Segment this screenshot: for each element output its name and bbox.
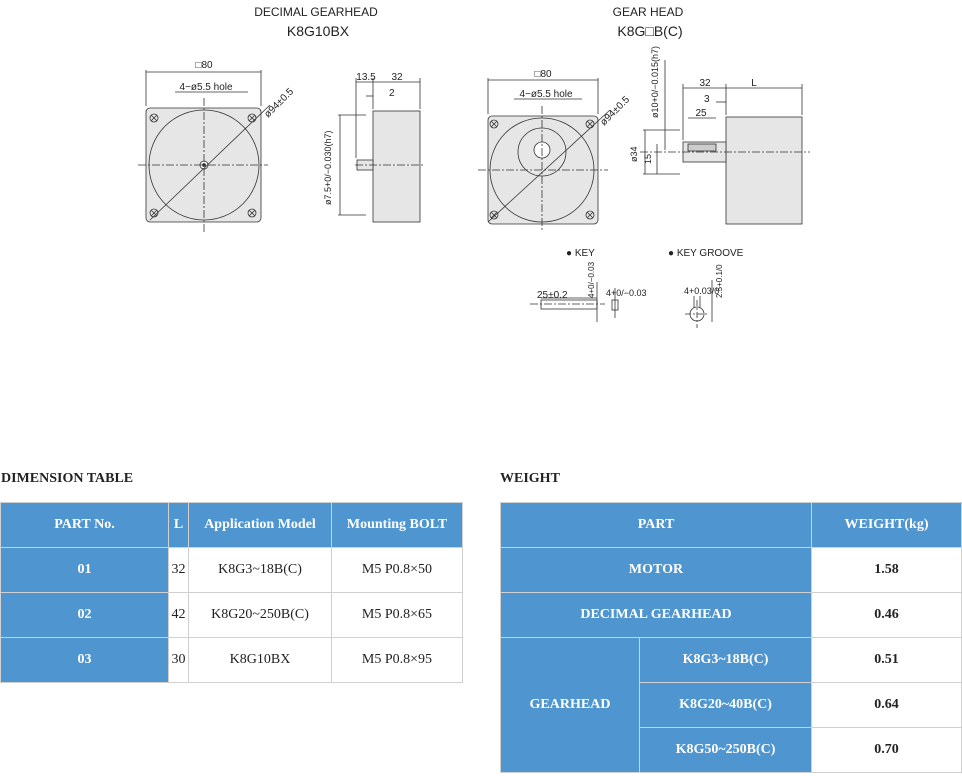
dimension-table-title: DIMENSION TABLE [1,471,134,486]
table-row: MOTOR 1.58 [500,547,962,593]
header-application-model: Application Model [188,502,332,548]
header-part: PART [500,502,812,548]
l-cell: 30 [168,637,189,683]
motor-label: MOTOR [500,547,812,593]
application-model-cell: K8G20~250B(C) [188,592,332,638]
technical-drawing: DECIMAL GEARHEAD K8G10BX □80 4−ø5.5 hole… [138,5,810,328]
motor-weight: 1.58 [811,547,962,593]
header-part-no: PART No. [0,502,169,548]
svg-text:4+0.03/0: 4+0.03/0 [684,286,719,296]
gearhead-model-cell: K8G50~250B(C) [639,727,812,773]
svg-text:25±0.2: 25±0.2 [537,290,568,301]
svg-text:4+0/−0.03: 4+0/−0.03 [606,288,647,298]
part-no-cell: 02 [0,592,169,638]
key-detail: ● KEY 25±0.2 4+0/−0.03 4+0/−0.03 [530,248,647,322]
svg-text:L: L [751,78,757,89]
svg-text:15: 15 [643,154,653,164]
gearhead-label: GEARHEAD [500,637,640,773]
svg-text:ø94±0.5: ø94±0.5 [262,86,296,120]
header-weight: WEIGHT(kg) [811,502,962,548]
l-cell: 42 [168,592,189,638]
mounting-bolt-cell: M5 P0.8×95 [331,637,463,683]
gearhead-weight-cell: 0.64 [811,682,962,728]
table-row: GEARHEAD K8G3~18B(C) 0.51 [500,637,962,773]
gear-head-drawing: GEAR HEAD K8G□B(C) □80 4−ø5.5 hole ø94±0… [478,5,810,232]
decimal-gearhead-title: DECIMAL GEARHEAD [254,5,378,19]
svg-text:2.5+0.1/0: 2.5+0.1/0 [715,264,724,298]
header-l: L [168,502,189,548]
decimal-gearhead-drawing: DECIMAL GEARHEAD K8G10BX □80 4−ø5.5 hole… [138,5,425,232]
weight-table-header: PART WEIGHT(kg) [500,502,962,548]
svg-text:● KEY: ● KEY [566,248,595,259]
decimal-gearhead-model: K8G10BX [287,23,350,39]
gear-head-title: GEAR HEAD [613,5,684,19]
weight-table: PART WEIGHT(kg) MOTOR 1.58 DECIMAL GEARH… [500,502,962,773]
dimension-table: PART No. L Application Model Mounting BO… [0,502,463,683]
weight-table-title: WEIGHT [500,471,560,486]
svg-text:25: 25 [695,108,707,119]
table-row: 02 42 K8G20~250B(C) M5 P0.8×65 [0,592,463,638]
gear-head-model: K8G□B(C) [617,23,682,39]
mounting-bolt-cell: M5 P0.8×50 [331,547,463,593]
application-model-cell: K8G3~18B(C) [188,547,332,593]
table-row: DECIMAL GEARHEAD 0.46 [500,592,962,638]
svg-text:ø7.5+0/−0.030(h7): ø7.5+0/−0.030(h7) [323,130,333,205]
gearhead-model-cell: K8G3~18B(C) [639,637,812,683]
svg-text:ø10+0/−0.015(h7): ø10+0/−0.015(h7) [650,46,660,118]
svg-text:4−ø5.5 hole: 4−ø5.5 hole [519,89,573,100]
table-row: 01 32 K8G3~18B(C) M5 P0.8×50 [0,547,463,593]
side-view-body [372,110,421,223]
svg-text:ø94±0.5: ø94±0.5 [598,94,632,128]
application-model-cell: K8G10BX [188,637,332,683]
svg-text:4+0/−0.03: 4+0/−0.03 [587,261,596,298]
part-no-cell: 03 [0,637,169,683]
svg-text:□80: □80 [534,69,552,80]
gearhead-weight-cell: 0.51 [811,637,962,683]
key-groove-detail: ● KEY GROOVE 4+0.03/0 2.5+0.1/0 [668,248,744,328]
svg-text:32: 32 [699,78,711,89]
gearhead-weight-cell: 0.70 [811,727,962,773]
part-no-cell: 01 [0,547,169,593]
table-row: K8G50~250B(C) 0.70 [501,727,962,773]
header-mounting-bolt: Mounting BOLT [331,502,463,548]
svg-text:4−ø5.5 hole: 4−ø5.5 hole [179,82,233,93]
l-cell: 32 [168,547,189,593]
svg-text:2: 2 [389,88,395,99]
svg-text:13.5: 13.5 [356,72,376,83]
svg-text:3: 3 [704,94,710,105]
table-row: K8G20~40B(C) 0.64 [501,682,962,728]
svg-text:ø34: ø34 [629,146,639,162]
svg-text:32: 32 [391,72,403,83]
svg-text:● KEY GROOVE: ● KEY GROOVE [668,248,744,259]
decimal-gearhead-weight: 0.46 [811,592,962,638]
decimal-gearhead-label: DECIMAL GEARHEAD [500,592,812,638]
gearhead-model-cell: K8G20~40B(C) [639,682,812,728]
svg-text:□80: □80 [195,60,213,71]
dimension-table-header: PART No. L Application Model Mounting BO… [0,502,463,548]
table-row: 03 30 K8G10BX M5 P0.8×95 [0,637,463,683]
mounting-bolt-cell: M5 P0.8×65 [331,592,463,638]
